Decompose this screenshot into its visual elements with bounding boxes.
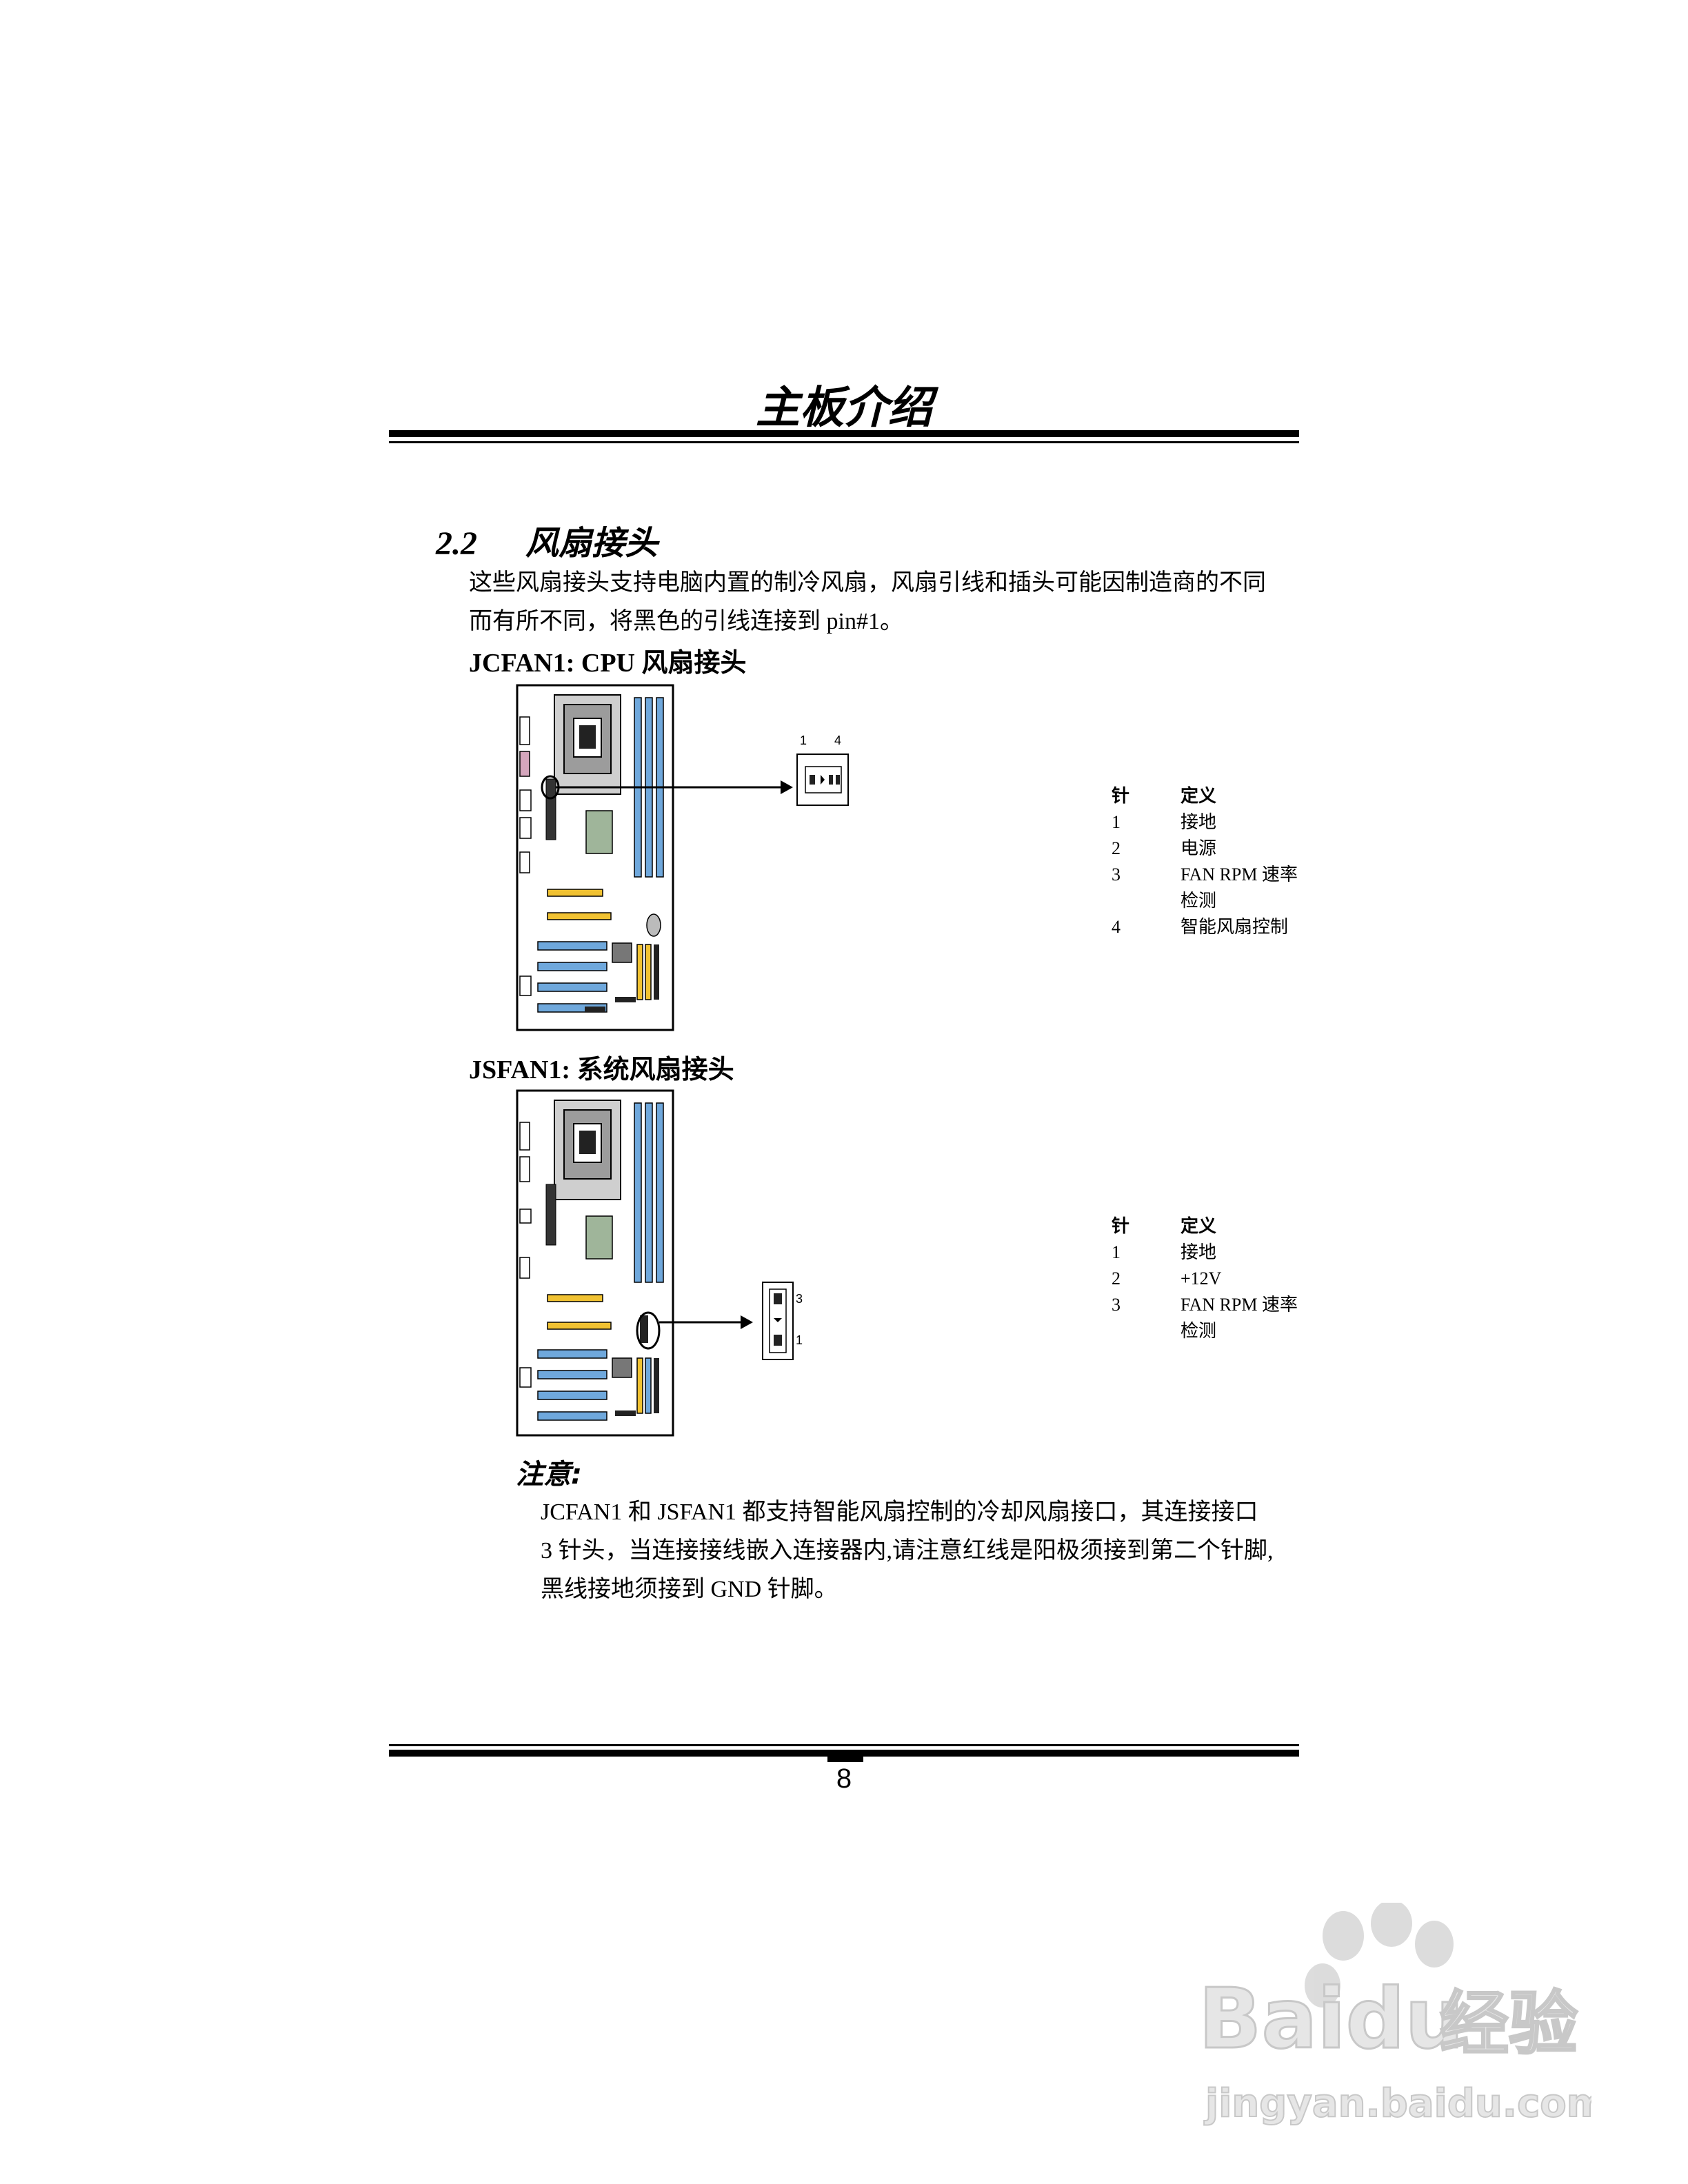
motherboard-diagram-cpu-fan: 1 4 — [516, 684, 849, 1031]
pin-definition: +12V — [1180, 1268, 1222, 1288]
note-line: 黑线接地须接到 GND 针脚。 — [541, 1577, 838, 1602]
intro-paragraph: 这些风扇接头支持电脑内置的制冷风扇，风扇引线和插头可能因制造商的不同 而有所不同… — [469, 564, 1317, 641]
watermark-brand: Baidu — [1198, 1972, 1464, 2067]
cpu-fan-pin-table: 针 定义 1 接地 2 电源 3 FAN RPM 速率 检测 4 智能风扇控制 — [1103, 783, 1325, 940]
system-fan-pin-table: 针 定义 1 接地 2 +12V 3 FAN RPM 速率 检测 — [1103, 1213, 1325, 1344]
header-rule-thin — [389, 441, 1299, 443]
pin-definition: 智能风扇控制 — [1180, 917, 1289, 937]
watermark-url: jingyan.baidu.com — [1204, 2081, 1591, 2126]
table-row: 3 FAN RPM 速率 检测 — [1103, 862, 1325, 914]
connector-label: 4 — [834, 734, 841, 747]
page-header-title: 主板介绍 — [756, 383, 932, 434]
page-number: 8 — [836, 1763, 852, 1794]
connector-label: 1 — [796, 1333, 803, 1347]
pin-number: 2 — [1112, 1268, 1121, 1288]
pin-number: 2 — [1112, 838, 1121, 858]
intro-line: 这些风扇接头支持电脑内置的制冷风扇，风扇引线和插头可能因制造商的不同 — [469, 570, 1266, 596]
header-definition: 定义 — [1180, 1216, 1217, 1237]
header-pin: 针 — [1112, 1216, 1130, 1237]
pin-definition-line: FAN RPM 速率 — [1180, 865, 1298, 884]
baidu-jingyan-watermark: Baidu 经验 jingyan.baidu.com — [1198, 1903, 1591, 2127]
section-number: 2.2 — [436, 525, 477, 562]
watermark-cn: 经验 — [1440, 1983, 1578, 2064]
note-paragraph: JCFAN1 和 JSFAN1 都支持智能风扇控制的冷却风扇接口，其连接接口 3… — [541, 1493, 1313, 1609]
table-row: 1 接地 — [1103, 1240, 1325, 1266]
table-row: 3 FAN RPM 速率 检测 — [1103, 1292, 1325, 1344]
section-heading: 2.2 风扇接头 — [436, 516, 658, 564]
motherboard-diagram-system-fan: 3 1 — [516, 1089, 803, 1437]
pin-definition: FAN RPM 速率 检测 — [1180, 862, 1325, 914]
table-row: 4 智能风扇控制 — [1103, 914, 1325, 940]
pin-number: 3 — [1112, 865, 1121, 884]
pin-definition-line: FAN RPM 速率 — [1180, 1295, 1298, 1315]
table-row: 1 接地 — [1103, 809, 1325, 836]
note-line: JCFAN1 和 JSFAN1 都支持智能风扇控制的冷却风扇接口，其连接接口 — [541, 1499, 1258, 1525]
note-title: 注意: — [516, 1459, 582, 1490]
pin-definition-line: 检测 — [1180, 891, 1217, 911]
pin-definition: FAN RPM 速率 检测 — [1180, 1292, 1325, 1344]
footer-rule-thin — [389, 1744, 1299, 1746]
pin-definition-line: 检测 — [1180, 1321, 1217, 1341]
pin-number: 1 — [1112, 812, 1121, 832]
table-header-row: 针 定义 — [1103, 783, 1325, 809]
pin-definition: 电源 — [1180, 838, 1217, 858]
pin-definition: 接地 — [1180, 1242, 1217, 1262]
table-row: 2 电源 — [1103, 836, 1325, 862]
footer-page-tab — [827, 1755, 863, 1762]
pin-number: 4 — [1112, 917, 1121, 937]
jcfan-title: JCFAN1: CPU 风扇接头 — [469, 649, 747, 678]
pin-number: 3 — [1112, 1295, 1121, 1315]
note-line: 3 针头，当连接接线嵌入连接器内,请注意红线是阳极须接到第二个针脚, — [541, 1538, 1274, 1564]
pin-number: 1 — [1112, 1242, 1121, 1262]
pin-definition: 接地 — [1180, 812, 1217, 832]
footer-rule-thick — [389, 1750, 1299, 1757]
table-header-row: 针 定义 — [1103, 1213, 1325, 1240]
header-definition: 定义 — [1180, 786, 1217, 807]
header-rule-thick — [389, 430, 1299, 437]
header-pin: 针 — [1112, 786, 1130, 807]
table-row: 2 +12V — [1103, 1266, 1325, 1292]
connector-label: 1 — [800, 734, 807, 747]
section-title: 风扇接头 — [525, 524, 659, 563]
connector-label: 3 — [796, 1292, 803, 1306]
intro-line: 而有所不同，将黑色的引线连接到 pin#1。 — [469, 609, 903, 634]
jsfan-title: JSFAN1: 系统风扇接头 — [469, 1055, 734, 1084]
